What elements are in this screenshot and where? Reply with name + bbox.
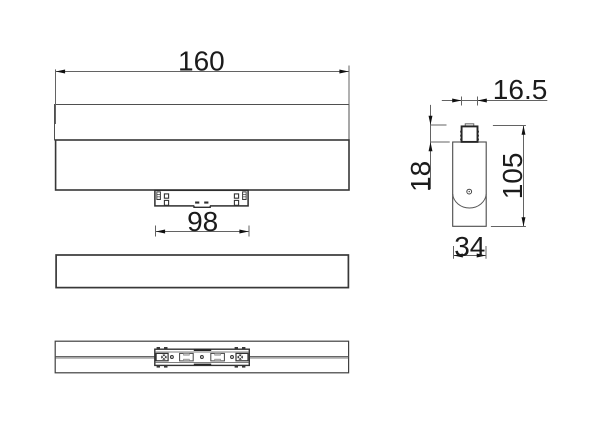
svg-text:34: 34	[454, 231, 485, 262]
svg-text:105: 105	[497, 153, 528, 200]
svg-text:160: 160	[178, 46, 225, 77]
svg-text:16.5: 16.5	[493, 74, 548, 105]
svg-text:18: 18	[405, 161, 436, 192]
svg-text:98: 98	[187, 206, 218, 237]
